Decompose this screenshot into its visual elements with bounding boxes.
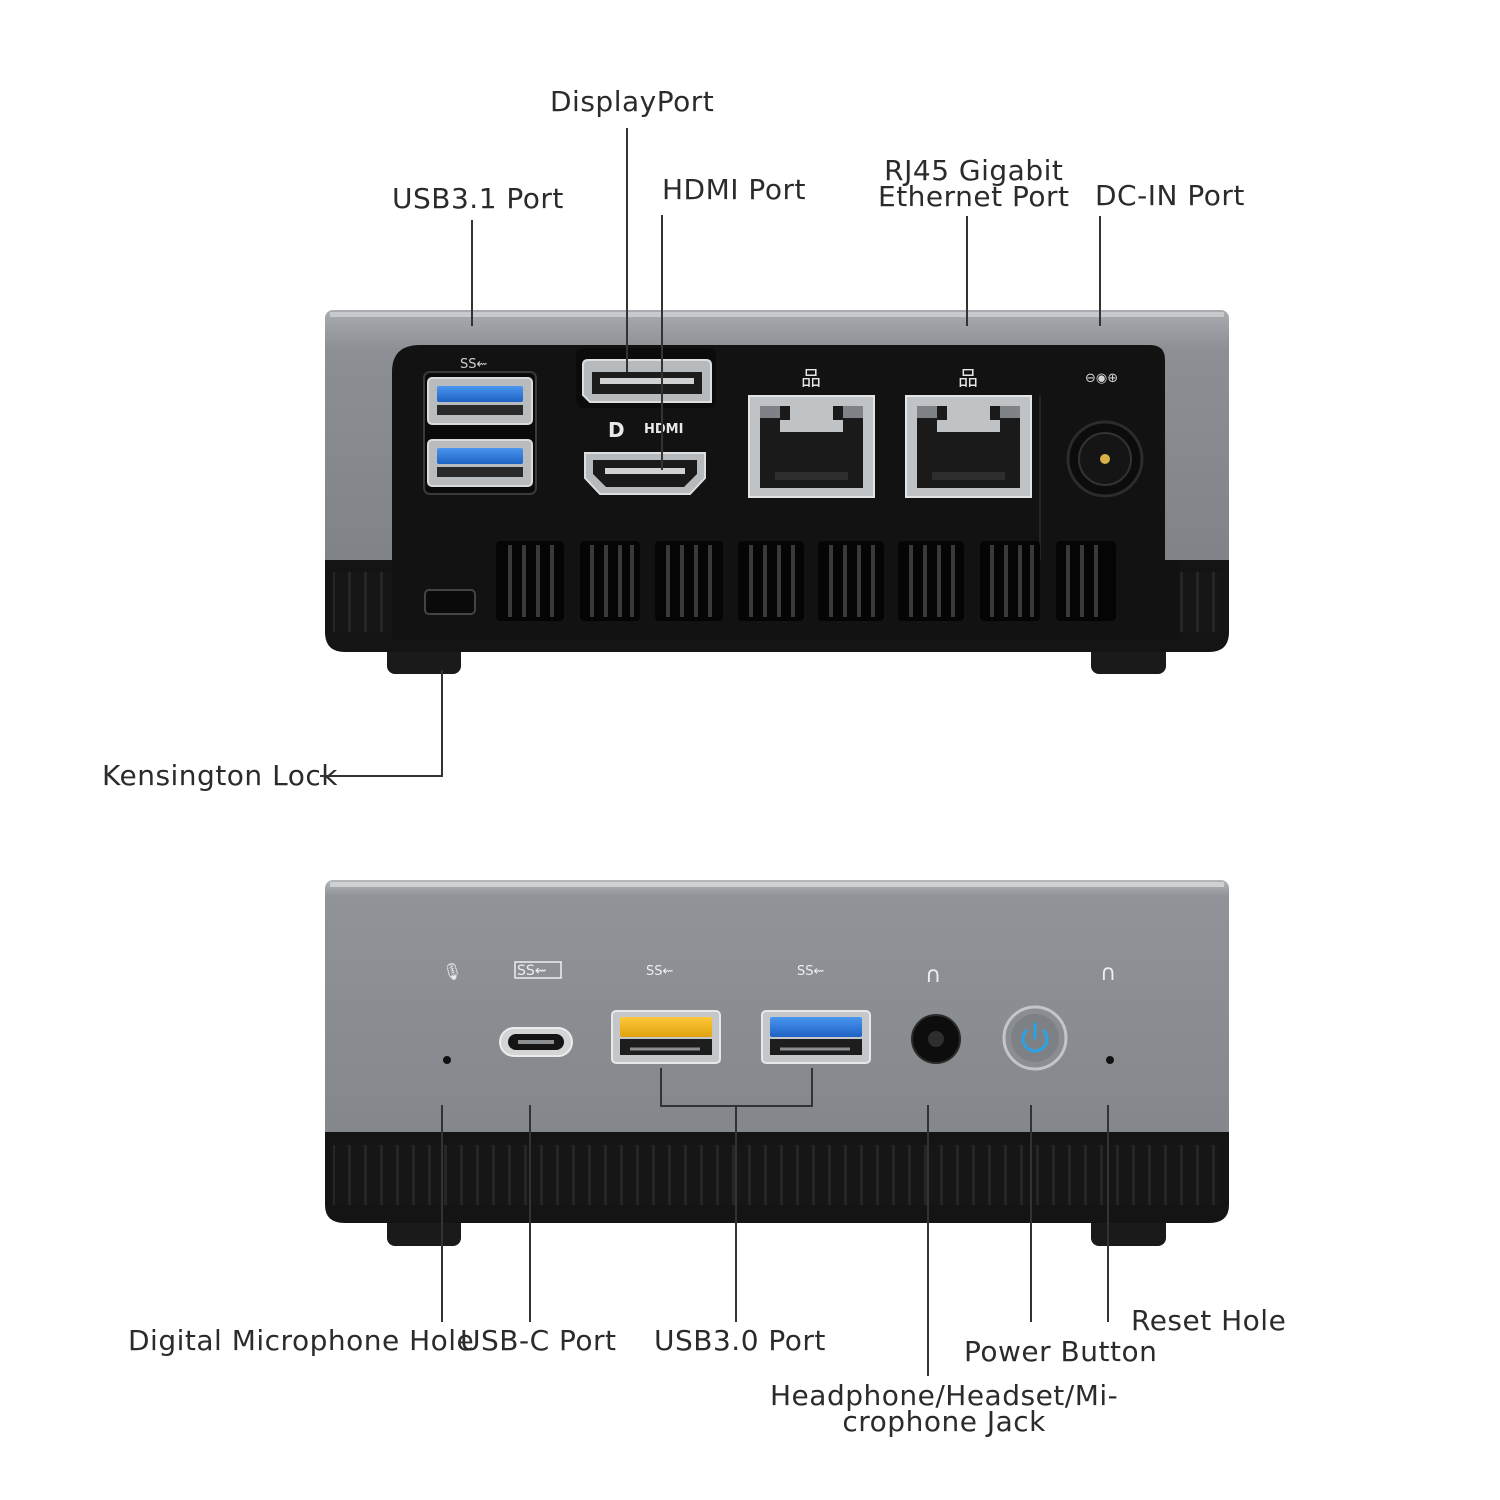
audio-jack-label-line1: Headphone/Headset/Mi-: [770, 1379, 1119, 1412]
hdmi-port-label: HDMI Port: [662, 173, 806, 206]
rj45-port-1[interactable]: 品: [748, 366, 875, 498]
rear-vents: [496, 541, 1116, 621]
usb30-port-label: USB3.0 Port: [654, 1324, 826, 1357]
displayport-label: DisplayPort: [550, 85, 715, 118]
dc-polarity-icon: ⊖◉⊕: [1085, 371, 1118, 386]
displayport-port[interactable]: D HDMI: [576, 348, 716, 442]
leader-kensington: [320, 670, 443, 777]
front-chassis-highlight: [330, 882, 1224, 887]
front-base-ribs: [333, 1145, 1221, 1205]
audio-jack[interactable]: ∩: [911, 963, 961, 1064]
network-icon: 品: [958, 366, 978, 390]
reset-hole[interactable]: ∩: [1100, 961, 1116, 1064]
reset-hole-label: Reset Hole: [1131, 1304, 1287, 1337]
rj45-label-line1: RJ45 Gigabit: [884, 154, 1064, 187]
usb30-port-charging[interactable]: SS⇜: [611, 964, 721, 1064]
dc-in-port[interactable]: ⊖◉⊕: [1066, 371, 1144, 498]
network-icon: 品: [801, 366, 821, 390]
rear-usb-ss-glyph: SS⇜: [460, 357, 488, 372]
rear-unit: SS⇜ D HDMI 品: [325, 310, 1229, 674]
rj45-port-2[interactable]: 品: [905, 366, 1032, 498]
hdmi-port[interactable]: [584, 452, 706, 495]
audio-jack-label: Headphone/Headset/Mi- crophone Jack: [770, 1379, 1119, 1438]
power-icon: [1021, 1029, 1049, 1053]
dc-in-port-label: DC-IN Port: [1095, 179, 1245, 212]
leader-usb30: [660, 1068, 813, 1322]
rj45-ethernet-label: RJ45 Gigabit Ethernet Port: [878, 154, 1070, 213]
power-button[interactable]: [1002, 1005, 1068, 1071]
rear-chassis-highlight: [330, 312, 1224, 317]
usb30-port-blue[interactable]: SS⇜: [761, 964, 871, 1064]
microphone-hole-label: Digital Microphone Hole: [128, 1324, 475, 1357]
front-unit: 🎙 SS⇜ SS⇜ SS⇜ ∩: [325, 880, 1229, 1246]
power-button-label: Power Button: [964, 1335, 1158, 1368]
headphone-icon: ∩: [925, 963, 941, 988]
rear-usb31-ports: SS⇜: [423, 357, 537, 495]
usb31-port-label: USB3.1 Port: [392, 182, 564, 215]
microphone-icon: 🎙: [442, 962, 462, 981]
hdmi-logo-icon: HDMI: [644, 422, 683, 437]
microphone-hole: 🎙: [442, 962, 462, 1064]
kensington-lock-slot[interactable]: [424, 589, 476, 615]
usbc-ss-glyph: SS⇜: [517, 963, 547, 979]
rj45-label-line2: Ethernet Port: [878, 180, 1070, 213]
usb-c-port-label: USB-C Port: [460, 1324, 617, 1357]
reset-icon: ∩: [1100, 961, 1116, 986]
usb-ss-glyph: SS⇜: [797, 964, 825, 979]
kensington-lock-label: Kensington Lock: [102, 759, 338, 792]
usb-ss-glyph: SS⇜: [646, 964, 674, 979]
displayport-logo-icon: D: [608, 418, 625, 442]
usb-c-port[interactable]: SS⇜: [499, 961, 573, 1057]
leader-lines: [320, 128, 1109, 1376]
audio-jack-label-line2: crophone Jack: [842, 1405, 1046, 1438]
